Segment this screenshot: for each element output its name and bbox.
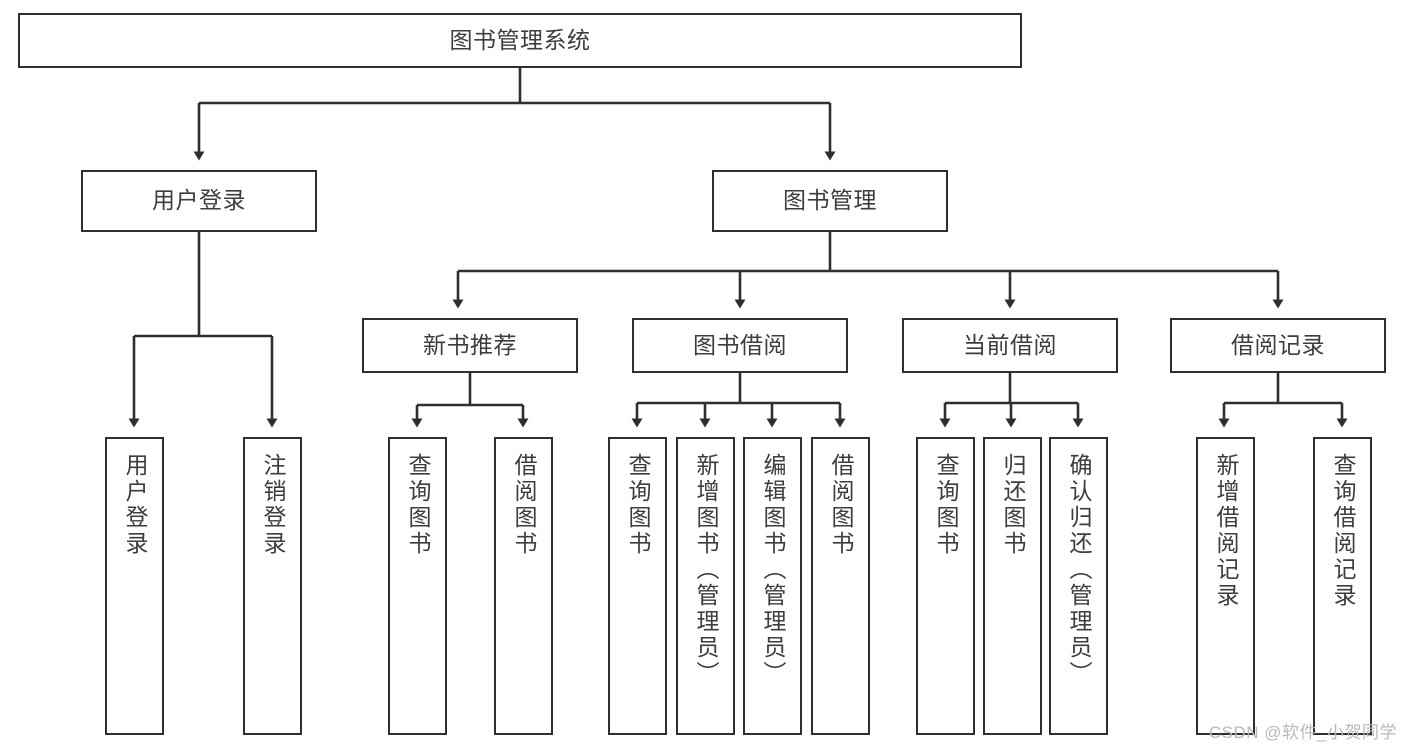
- leaf-borrow-edit-book-admin[interactable]: 编辑图书（管理员）: [743, 437, 802, 735]
- node-new-book-recommend[interactable]: 新书推荐: [362, 318, 578, 373]
- leaf-borrow-query-book[interactable]: 查询图书: [608, 437, 667, 735]
- node-label: 确认归还（管理员）: [1066, 453, 1092, 687]
- node-label: 用户登录: [152, 187, 246, 214]
- node-label: 当前借阅: [963, 331, 1057, 358]
- leaf-record-query-record[interactable]: 查询借阅记录: [1313, 437, 1372, 735]
- node-label: 新增借阅记录: [1213, 453, 1239, 609]
- node-label: 编辑图书（管理员）: [760, 453, 786, 687]
- leaf-recommend-borrow-book[interactable]: 借阅图书: [494, 437, 553, 735]
- node-book-borrow[interactable]: 图书借阅: [632, 318, 848, 373]
- leaf-record-add-record[interactable]: 新增借阅记录: [1196, 437, 1255, 735]
- node-label: 查询图书: [405, 453, 431, 557]
- node-root-system[interactable]: 图书管理系统: [18, 13, 1022, 68]
- node-label: 图书管理: [783, 187, 877, 214]
- node-label: 查询借阅记录: [1330, 453, 1356, 609]
- node-label: 查询图书: [625, 453, 651, 557]
- leaf-borrow-borrow-book[interactable]: 借阅图书: [811, 437, 870, 735]
- leaf-current-confirm-return-admin[interactable]: 确认归还（管理员）: [1049, 437, 1108, 735]
- leaf-borrow-add-book-admin[interactable]: 新增图书（管理员）: [676, 437, 735, 735]
- leaf-user-login[interactable]: 用户登录: [105, 437, 164, 735]
- node-book-management[interactable]: 图书管理: [712, 170, 948, 232]
- node-label: 借阅记录: [1231, 331, 1325, 358]
- node-label: 新书推荐: [423, 331, 517, 358]
- node-label: 图书借阅: [693, 331, 787, 358]
- node-borrow-record[interactable]: 借阅记录: [1170, 318, 1386, 373]
- leaf-current-return-book[interactable]: 归还图书: [983, 437, 1042, 735]
- node-label: 借阅图书: [828, 453, 854, 557]
- node-label: 借阅图书: [511, 453, 537, 557]
- leaf-logout[interactable]: 注销登录: [243, 437, 302, 735]
- node-user-login[interactable]: 用户登录: [81, 170, 317, 232]
- node-label: 归还图书: [1000, 453, 1026, 557]
- node-label: 查询图书: [933, 453, 959, 557]
- node-label: 图书管理系统: [449, 26, 591, 53]
- watermark: CSDN @软件_小贺同学: [1208, 723, 1397, 742]
- node-label: 用户登录: [122, 453, 148, 557]
- node-label: 注销登录: [260, 453, 286, 557]
- node-current-borrow[interactable]: 当前借阅: [902, 318, 1118, 373]
- node-label: 新增图书（管理员）: [693, 453, 719, 687]
- leaf-current-query-book[interactable]: 查询图书: [916, 437, 975, 735]
- leaf-recommend-query-book[interactable]: 查询图书: [388, 437, 447, 735]
